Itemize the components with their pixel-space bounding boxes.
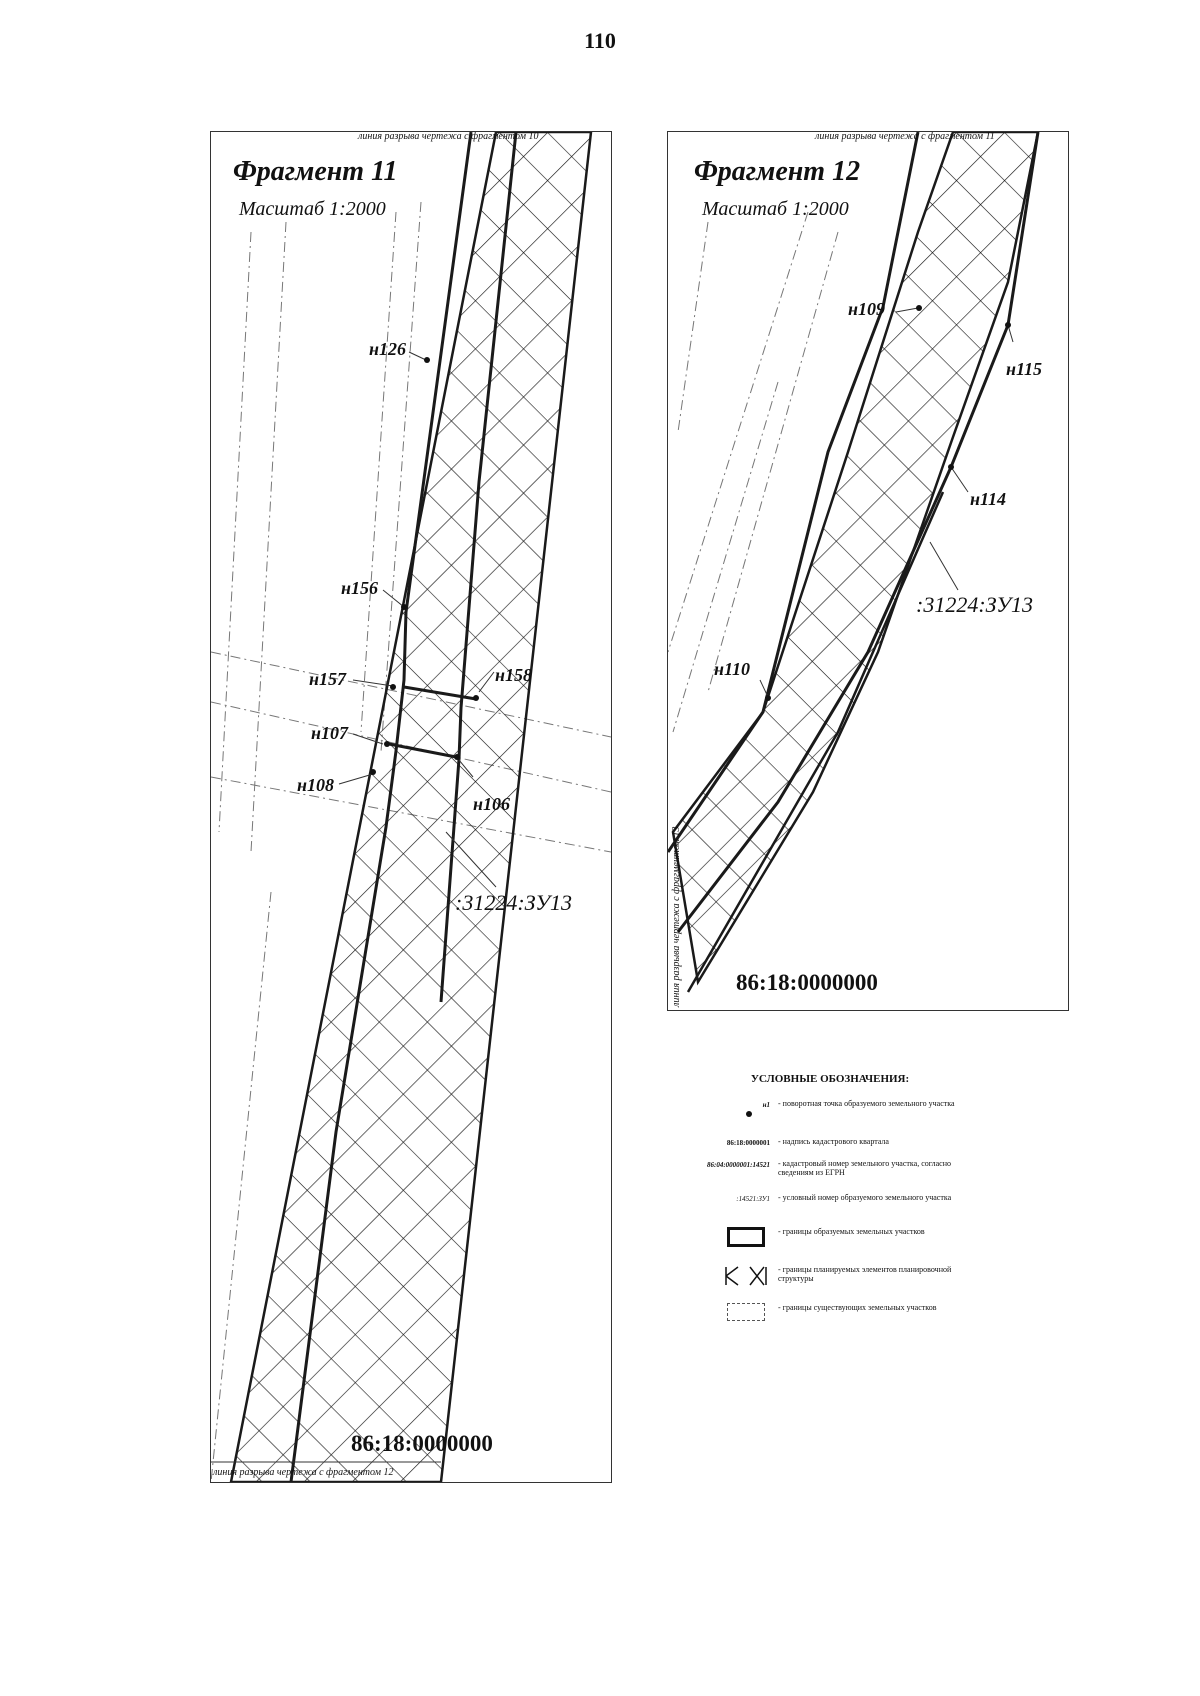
legend-symbol: :14521:ЗУ1: [736, 1195, 770, 1203]
fragment-12-quarter-label: 86:18:0000000: [736, 970, 878, 995]
legend-text: - условный номер образуемого земельного …: [778, 1193, 952, 1202]
dashed-boundary-icon: [727, 1303, 765, 1321]
point-n106: н106: [473, 794, 510, 814]
parcel-boundary-12-west: [668, 132, 920, 853]
legend-text: - кадастровый номер земельного участка, …: [778, 1159, 951, 1177]
legend-symbol: 86:18:0000001: [726, 1139, 770, 1147]
fragment-12-scale: Масштаб 1:2000: [702, 198, 849, 220]
point-n126: н126: [369, 339, 406, 359]
legend-symbol: н1: [762, 1101, 770, 1109]
point-n108: н108: [297, 775, 334, 795]
legend-item-new-parcel-boundary: - границы образуемых земельных участков: [690, 1227, 990, 1265]
fragment-11-quarter-label: 86:18:0000000: [351, 1431, 493, 1456]
boundary-n107-n106: [388, 742, 457, 759]
fragment-12-map: линия разрыва чертежа с фрагментом 11 Фр…: [667, 131, 1069, 1011]
point-n110: н110: [714, 659, 750, 679]
fragment-11-scale: Масштаб 1:2000: [239, 198, 386, 220]
parcel-boundary-12-east: [676, 132, 1040, 933]
legend-text: - границы существующих земельных участко…: [778, 1303, 937, 1312]
legend-item-conditional-number: :14521:ЗУ1 - условный номер образуемого …: [690, 1193, 990, 1227]
legend-text: - границы планируемых элементов планиров…: [778, 1265, 952, 1283]
thick-boundary-icon: [727, 1227, 765, 1247]
fragment-12-parcel-label: :31224:ЗУ13: [916, 592, 1034, 617]
legend-item-quarter-label: 86:18:0000001 - надпись кадастрового ква…: [690, 1137, 990, 1159]
point-n107: н107: [311, 723, 348, 743]
point-n156: н156: [341, 578, 378, 598]
legend-item-cadastral-number: 86:04:0000001:14521 - кадастровый номер …: [690, 1159, 990, 1193]
legend-title: УСЛОВНЫЕ ОБОЗНАЧЕНИЯ:: [750, 1073, 910, 1085]
turning-point-icon: н1: [690, 1101, 770, 1117]
fragment-12-side-break: линия разрыва чертежа с фрагментом 13: [671, 826, 682, 1007]
legend-text: - границы образуемых земельных участков: [778, 1227, 925, 1236]
point-n115: н115: [1006, 359, 1042, 379]
fragment-11-title: Фрагмент 11: [233, 156, 398, 187]
parcel-boundary-west: [289, 132, 473, 1482]
existing-parcel-boundaries-12: [668, 211, 839, 733]
legend-text: - надпись кадастрового квартала: [778, 1137, 889, 1146]
planned-structure-band: [229, 132, 593, 1482]
hatch-boundary-icon: [725, 1266, 767, 1286]
page-number: 110: [584, 28, 616, 53]
legend-item-existing-parcels: - границы существующих земельных участко…: [690, 1303, 990, 1333]
point-n158: н158: [495, 665, 532, 685]
fragment-11-drawing: [211, 132, 611, 1482]
legend-item-planned-structure: - границы планируемых элементов планиров…: [690, 1265, 990, 1303]
fragment-11-bottom-break: линия разрыва чертежа с фрагментом 12: [213, 1467, 394, 1478]
boundary-n157-n158: [403, 685, 477, 701]
fragment-11-parcel-label: :31224:ЗУ13: [455, 890, 573, 915]
fragment-11-map: линия разрыва чертежа с фрагментом 10 Фр…: [210, 131, 612, 1483]
point-n109: н109: [848, 299, 885, 319]
planned-structure-band-12: [671, 132, 1040, 986]
legend-text: - поворотная точка образуемого земельног…: [778, 1099, 955, 1108]
map-legend: УСЛОВНЫЕ ОБОЗНАЧЕНИЯ: н1 - поворотная то…: [690, 1073, 990, 1333]
legend-item-turning-point: н1 - поворотная точка образуемого земель…: [690, 1099, 990, 1137]
fragment-12-top-break: линия разрыва чертежа с фрагментом 11: [815, 131, 995, 142]
fragment-11-top-break: линия разрыва чертежа с фрагментом 10: [358, 131, 539, 142]
point-n114: н114: [970, 489, 1006, 509]
point-n157: н157: [309, 669, 346, 689]
fragment-12-title: Фрагмент 12: [694, 156, 861, 187]
fragment-12-drawing: [668, 132, 1040, 993]
legend-symbol: 86:04:0000001:14521: [707, 1161, 770, 1169]
